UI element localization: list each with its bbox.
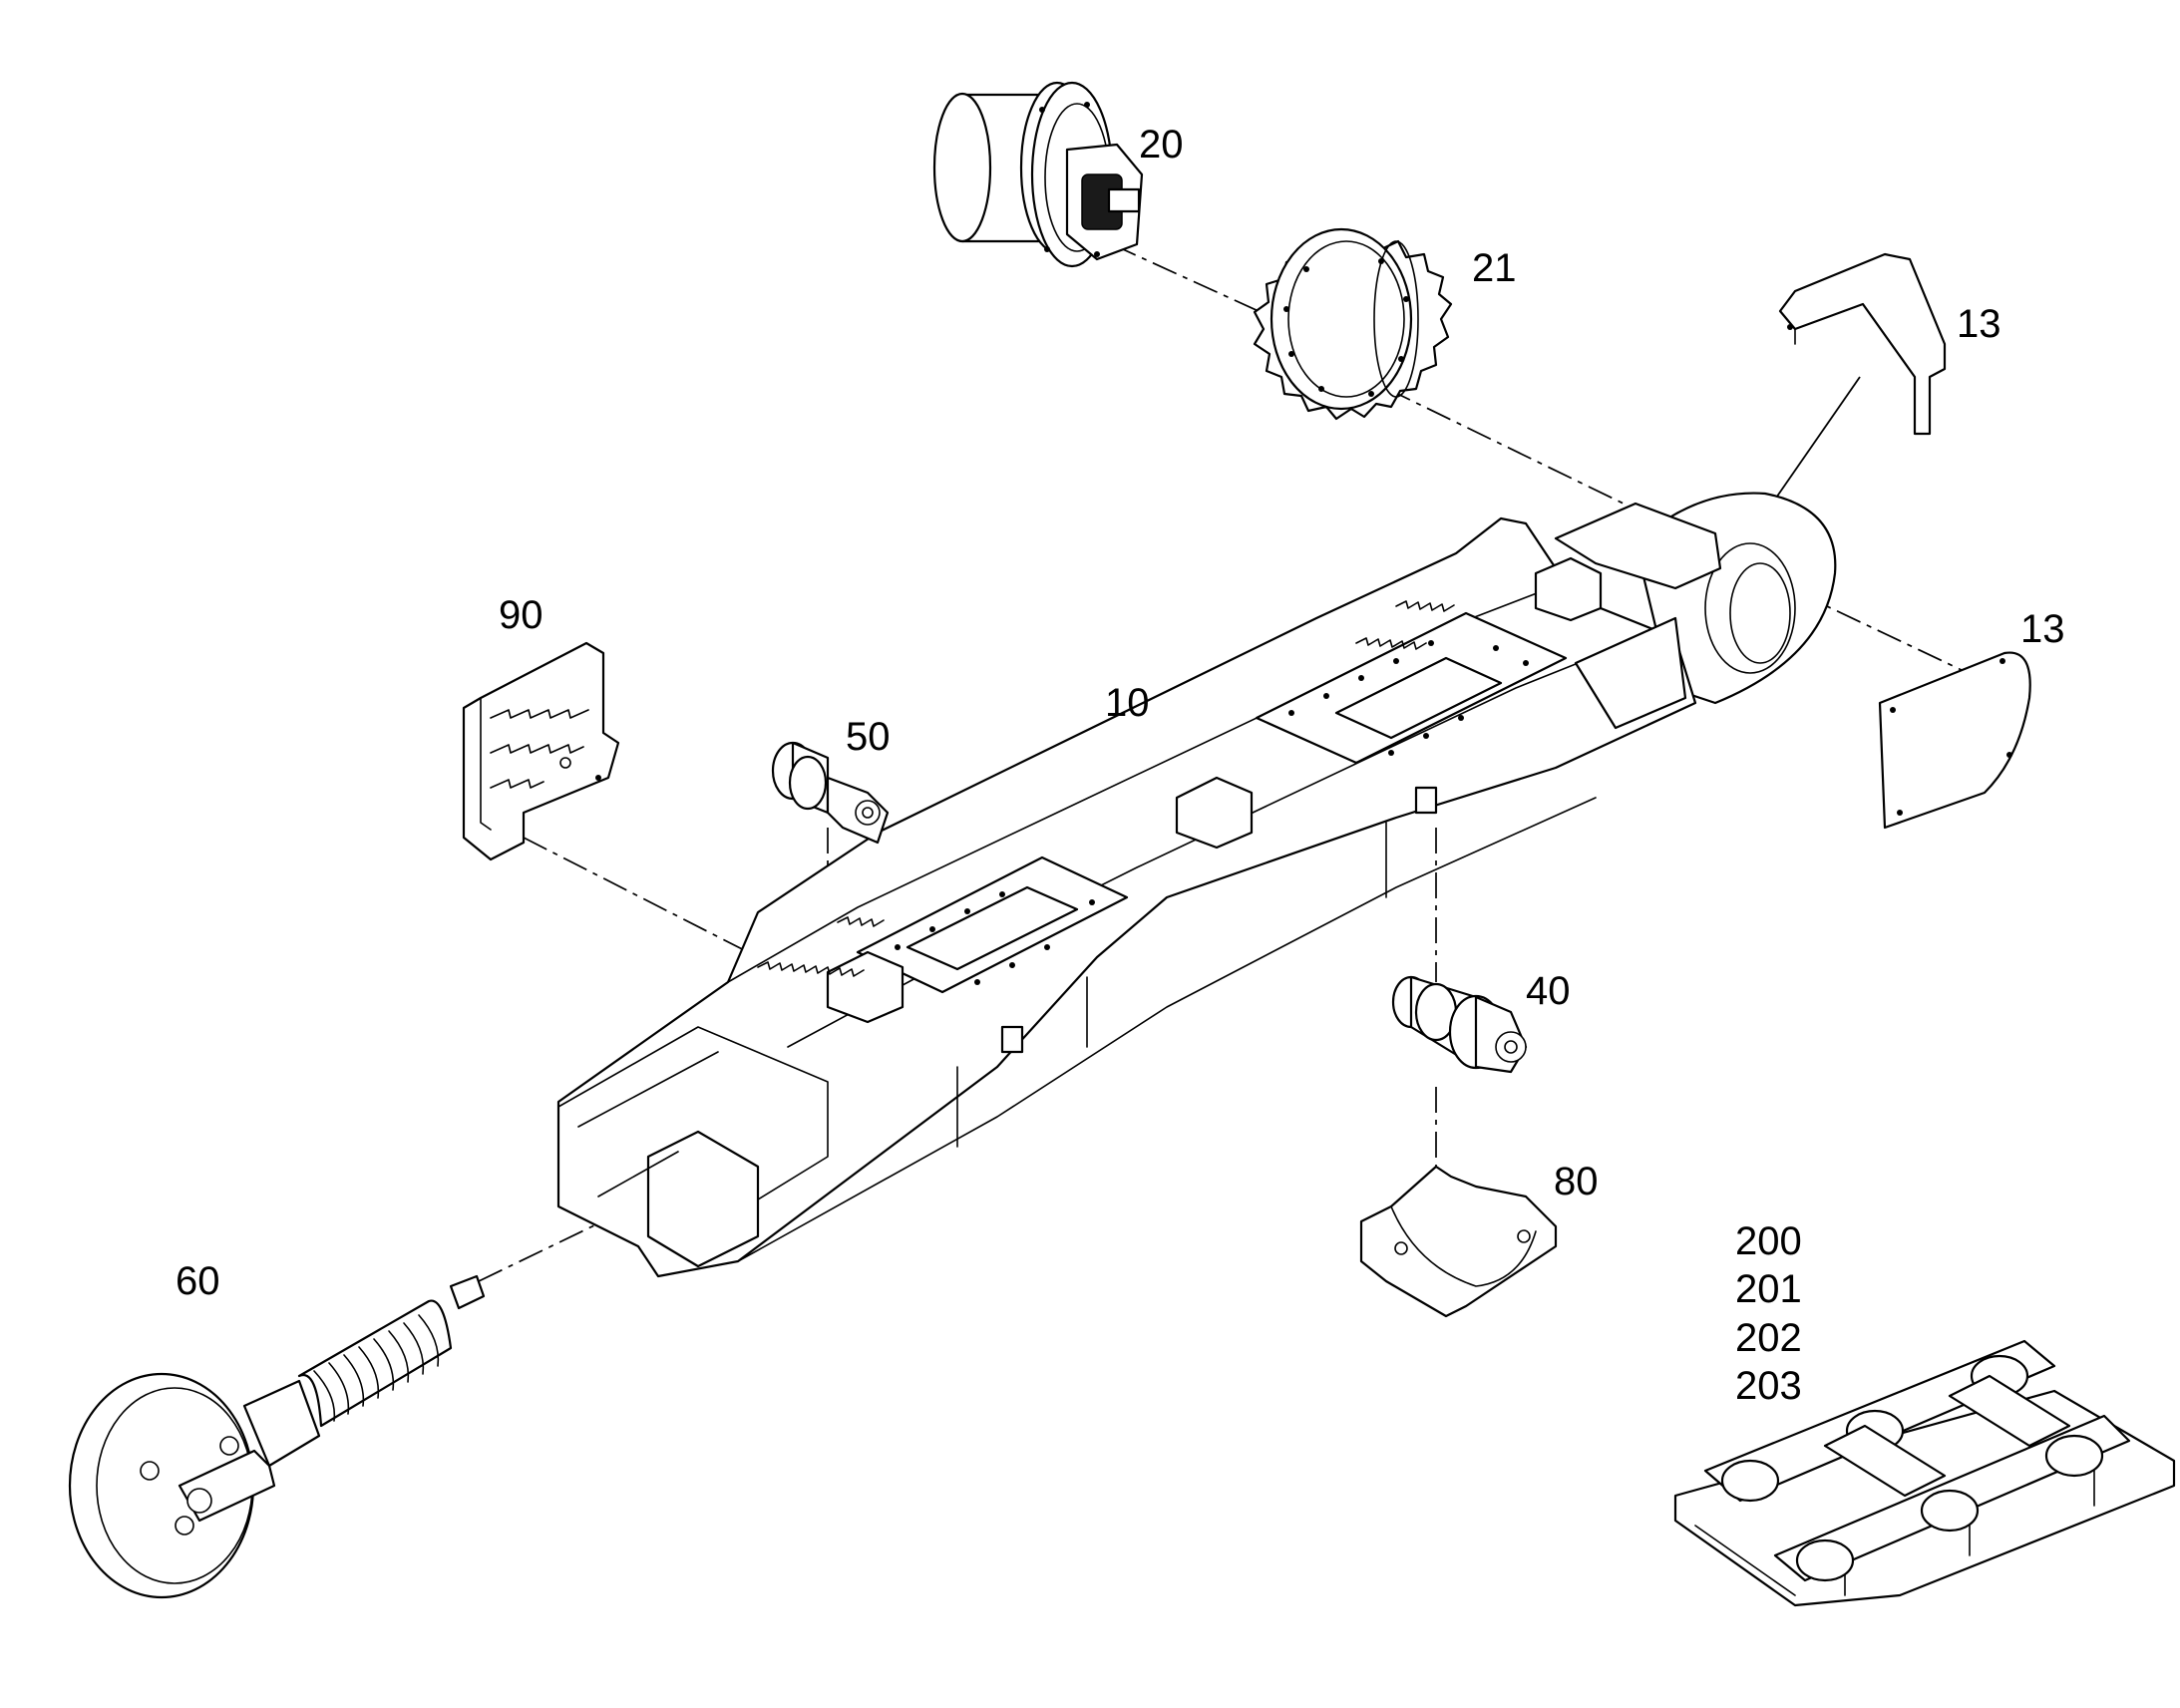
leader-drive-to-sprocket: [1111, 243, 1272, 318]
roller-guard: [1359, 1165, 1558, 1318]
callout-200: 200: [1735, 1219, 1802, 1263]
callout-13-cover: 13: [2020, 607, 2065, 651]
track-chain: [1673, 1339, 2176, 1607]
callout-90: 90: [499, 593, 544, 637]
access-cover-plate: [1878, 651, 2031, 830]
callout-21: 21: [1472, 246, 1517, 290]
callout-13-bracket: 13: [1957, 302, 2001, 346]
guard-plate: [462, 641, 620, 861]
carrier-roller: [771, 741, 890, 845]
callout-202: 202: [1735, 1316, 1802, 1360]
callout-20: 20: [1139, 123, 1184, 167]
callout-50: 50: [846, 715, 891, 759]
callout-80: 80: [1554, 1160, 1599, 1203]
travel-drive-motor: [932, 81, 1144, 268]
callout-40: 40: [1526, 969, 1571, 1013]
track-roller: [1391, 975, 1528, 1074]
callout-60: 60: [176, 1259, 220, 1303]
callout-203: 203: [1735, 1364, 1802, 1408]
callout-labels: 10 13 13 20 21 40 50 60 80 90 200 201 20…: [176, 123, 2065, 1408]
front-idler-assembly: [68, 1274, 486, 1599]
cover-bracket: [1778, 252, 1947, 436]
track-frame: [556, 492, 1837, 1278]
sprocket: [1253, 227, 1453, 421]
leader-idler-to-frame: [478, 1210, 624, 1282]
callout-201: 201: [1735, 1267, 1802, 1311]
leader-guard-to-frame: [523, 837, 759, 958]
callout-10: 10: [1105, 681, 1150, 725]
